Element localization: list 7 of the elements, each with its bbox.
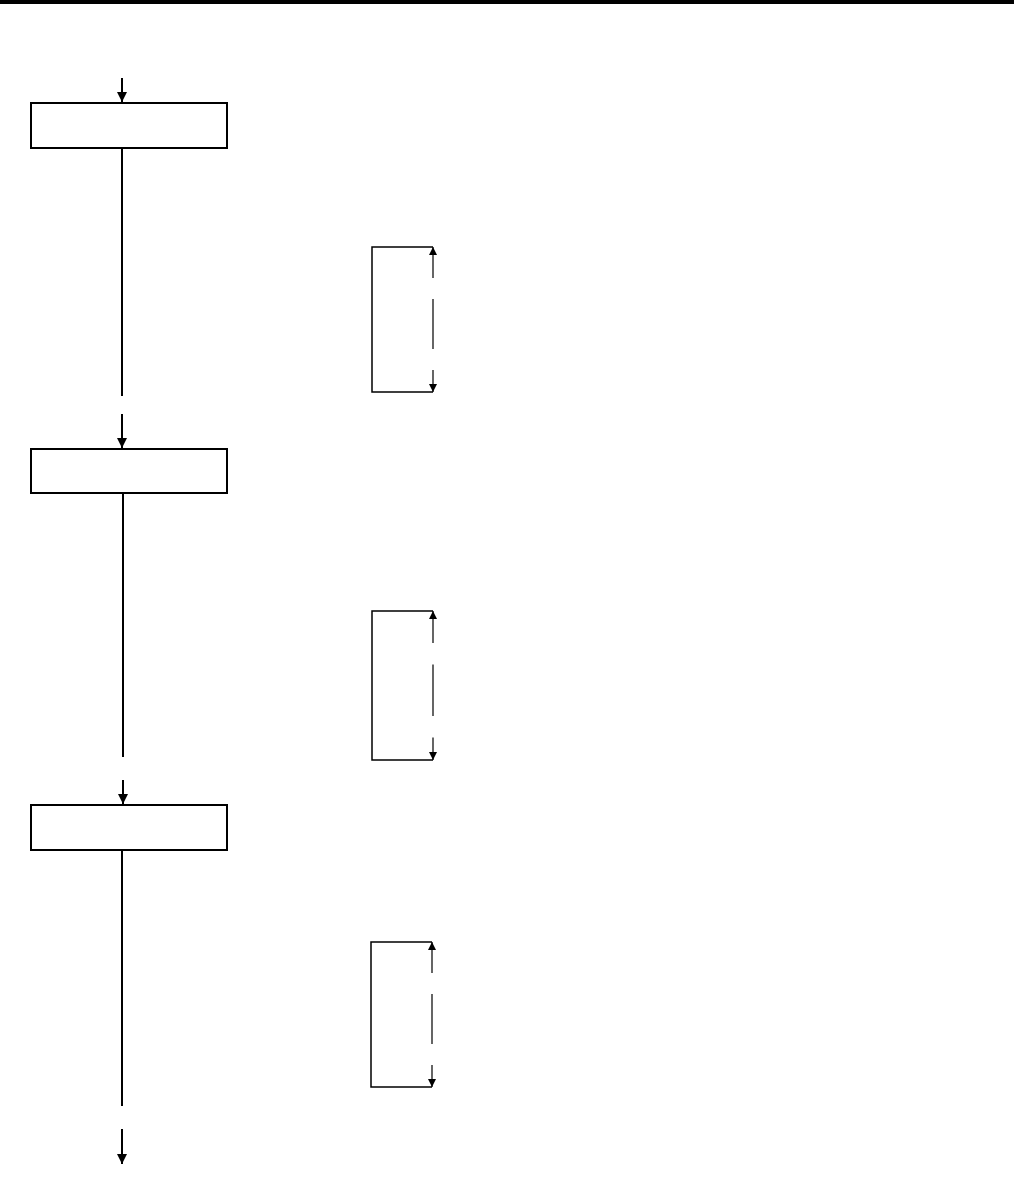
process-box bbox=[30, 804, 228, 851]
arrow bbox=[117, 148, 127, 449]
arrow bbox=[118, 493, 128, 805]
process-box bbox=[30, 102, 228, 149]
process-box bbox=[30, 448, 228, 494]
arrow bbox=[117, 77, 127, 103]
arrow bbox=[117, 850, 127, 1165]
